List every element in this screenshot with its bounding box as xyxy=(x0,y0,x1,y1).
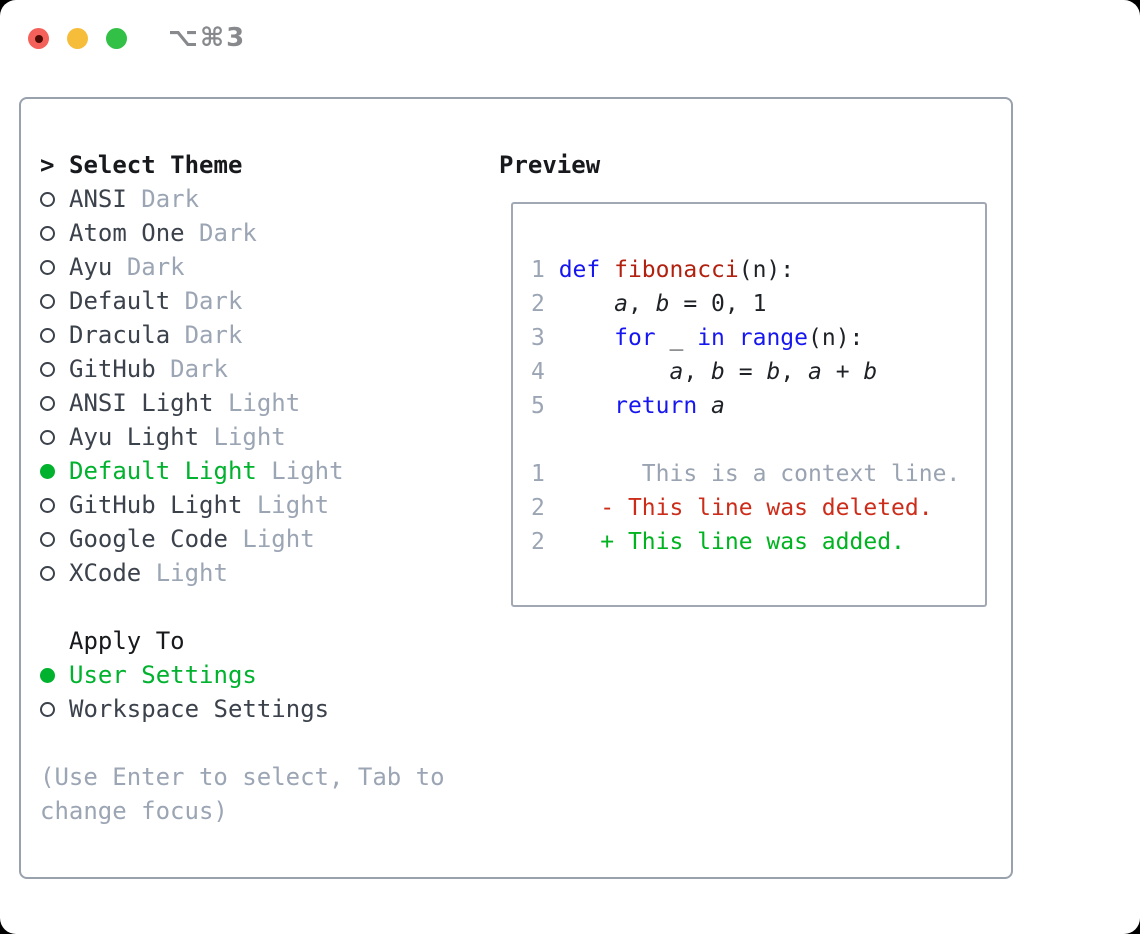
radio-unselected-icon xyxy=(40,531,55,547)
theme-option-ansi[interactable]: ANSI Dark xyxy=(40,182,490,216)
theme-option-xcode[interactable]: XCode Light xyxy=(40,556,490,590)
titlebar: ⌥⌘3 xyxy=(0,0,1140,97)
code-line-3: 3 for _ in range(n): xyxy=(531,325,864,351)
variant-badge: Dark xyxy=(170,355,228,383)
blank-line xyxy=(531,423,985,457)
variant-badge: Dark xyxy=(199,219,257,247)
code-line-5: 5 return a xyxy=(531,393,725,419)
radio-unselected-icon xyxy=(40,701,55,717)
theme-option-ansi-light[interactable]: ANSI Light Light xyxy=(40,386,490,420)
option-label: User Settings xyxy=(69,661,257,689)
option-label: Google Code xyxy=(69,525,228,553)
theme-option-default[interactable]: Default Dark xyxy=(40,284,490,318)
radio-selected-icon xyxy=(40,463,55,479)
code-line-1: 1 def fibonacci(n): xyxy=(531,257,795,283)
variant-badge: Light xyxy=(227,389,301,417)
radio-unselected-icon xyxy=(40,225,55,241)
spacer xyxy=(40,726,490,760)
preview-title: Preview xyxy=(499,151,601,179)
option-label: Default xyxy=(69,287,171,315)
radio-unselected-icon xyxy=(40,395,55,411)
radio-unselected-icon xyxy=(40,327,55,343)
selection-prompt-icon: > xyxy=(40,151,55,179)
radio-unselected-icon xyxy=(40,191,55,207)
option-label: Atom One xyxy=(69,219,185,247)
diff-deleted-line: 2 - This line was deleted. xyxy=(531,495,933,521)
variant-badge: Light xyxy=(242,525,315,553)
window-title: ⌥⌘3 xyxy=(168,23,247,53)
theme-option-default-light[interactable]: Default Light Light xyxy=(40,454,490,488)
theme-option-github[interactable]: GitHub Dark xyxy=(40,352,490,386)
diff-context-line: 1 This is a context line. xyxy=(531,461,961,487)
theme-list-header: > Select Theme xyxy=(40,148,490,182)
apply-to-header: Apply To xyxy=(40,624,490,658)
apply-option-workspace-settings[interactable]: Workspace Settings xyxy=(40,692,490,726)
variant-badge: Light xyxy=(271,457,344,485)
theme-option-atom-one[interactable]: Atom One Dark xyxy=(40,216,490,250)
help-hint-line-1: (Use Enter to select, Tab to xyxy=(40,763,445,791)
radio-selected-icon xyxy=(40,667,55,683)
option-label: GitHub Light xyxy=(69,491,243,519)
variant-badge: Dark xyxy=(126,253,185,281)
theme-list-title: Select Theme xyxy=(69,151,243,179)
code-line-4: 4 a, b = b, a + b xyxy=(531,359,878,385)
apply-to-title: Apply To xyxy=(69,627,185,655)
variant-badge: Light xyxy=(256,491,330,519)
variant-badge: Light xyxy=(213,423,286,451)
theme-option-github-light[interactable]: GitHub Light Light xyxy=(40,488,490,522)
option-label: Ayu xyxy=(69,253,113,281)
theme-option-ayu[interactable]: Ayu Dark xyxy=(40,250,490,284)
option-label: Workspace Settings xyxy=(69,695,330,723)
radio-unselected-icon xyxy=(40,565,55,581)
option-label: Ayu Light xyxy=(69,423,200,451)
variant-badge: Dark xyxy=(184,287,243,315)
radio-unselected-icon xyxy=(40,293,55,309)
theme-option-ayu-light[interactable]: Ayu Light Light xyxy=(40,420,490,454)
diff-added-line: 2 + This line was added. xyxy=(531,529,905,555)
option-label: Default Light xyxy=(69,457,257,485)
variant-badge: Dark xyxy=(184,321,243,349)
variant-badge: Dark xyxy=(141,185,200,213)
option-label: ANSI xyxy=(69,185,127,213)
apply-option-user-settings[interactable]: User Settings xyxy=(40,658,490,692)
option-label: Dracula xyxy=(69,321,171,349)
zoom-button[interactable] xyxy=(106,28,127,49)
close-button[interactable] xyxy=(28,28,49,49)
preview-code: 1 def fibonacci(n): 2 a, b = 0, 1 3 for _ … xyxy=(531,253,985,559)
unsaved-dot-icon xyxy=(34,34,43,43)
code-line-2: 2 a, b = 0, 1 xyxy=(531,291,767,317)
preview-pane: 1 def fibonacci(n): 2 a, b = 0, 1 3 for _ … xyxy=(511,202,987,607)
theme-option-dracula[interactable]: Dracula Dark xyxy=(40,318,490,352)
minimize-button[interactable] xyxy=(67,28,88,49)
radio-unselected-icon xyxy=(40,497,55,513)
variant-badge: Light xyxy=(155,559,228,587)
radio-unselected-icon xyxy=(40,259,55,275)
radio-unselected-icon xyxy=(40,429,55,445)
option-label: XCode xyxy=(69,559,142,587)
spacer xyxy=(40,590,490,624)
theme-option-google-code[interactable]: Google Code Light xyxy=(40,522,490,556)
option-label: ANSI Light xyxy=(69,389,214,417)
radio-unselected-icon xyxy=(40,361,55,377)
help-hint-line-2: change focus) xyxy=(40,797,228,825)
option-label: GitHub xyxy=(69,355,156,383)
